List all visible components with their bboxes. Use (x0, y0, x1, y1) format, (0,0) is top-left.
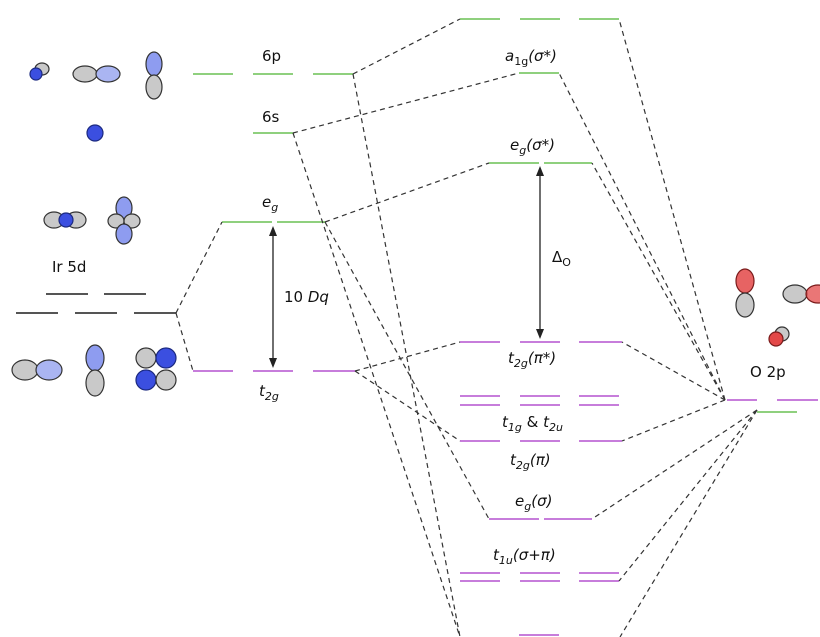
ir-t2g-label: t2g (259, 382, 279, 403)
o-2p-level (727, 399, 818, 413)
o-orbital-icon-1 (735, 268, 755, 318)
mo-t1g-sub: 1g (508, 421, 522, 434)
ir-6p-label: 6p (262, 47, 281, 65)
ir-orbital-icon-2 (72, 65, 121, 83)
mo-t2g-star-base: t (508, 349, 515, 367)
delta-sub: O (562, 256, 571, 269)
ir-5d-level (16, 293, 176, 314)
ir-t2g-orbital-icon-2 (85, 344, 105, 397)
mo-a1g-label: a1g(σ*) (505, 47, 557, 68)
mo-t1u-sub: 1u (499, 554, 513, 567)
correlation-lines (175, 18, 758, 637)
mo-eg-sigma-label: eg(σ) (515, 492, 552, 513)
mo-t1u-base: t (493, 546, 500, 564)
mo-eg-star-sub: g (519, 144, 526, 157)
mo-eg-star-label: eg(σ*) (510, 136, 555, 157)
ir-eg-label: eg (262, 193, 278, 214)
mo-t1u-paren: (σ+π) (513, 546, 556, 564)
mo-a1g-base: a (505, 47, 514, 65)
10dq-label: 10 Dq (284, 288, 329, 306)
ir-5d-label: Ir 5d (52, 258, 86, 276)
o-orbital-icon-2 (782, 284, 820, 304)
mo-t2g-base: t (510, 451, 517, 469)
mo-eg-star-paren: (σ*) (526, 136, 555, 154)
mo-t2u-sub: 2u (549, 421, 563, 434)
mo-t2g-sub: 2g (516, 459, 530, 472)
mo-eg-star-base: e (510, 136, 519, 154)
ir-t2g-orbital-icon-1 (11, 359, 63, 381)
o-orbital-icon-3 (768, 326, 790, 347)
ir-t2g-base: t (259, 382, 266, 400)
mo-egs-paren: (σ) (531, 492, 552, 510)
mo-t2g-pi-label: t2g(π) (510, 451, 551, 472)
mo-t1u-level (460, 572, 619, 582)
ir-t2g-sub: 2g (265, 390, 279, 403)
mo-t1u-label: t1u(σ+π) (493, 546, 556, 567)
ir-eg-sub: g (271, 201, 278, 214)
10dq-arrow (269, 226, 277, 368)
delta-o-label: ΔO (552, 248, 571, 269)
ir-eg-base: e (262, 193, 271, 211)
mo-t1g-base: t (502, 413, 509, 431)
ir-orbital-icon-1 (29, 62, 50, 81)
ir-eg-orbital-icon-2 (107, 196, 141, 245)
mo-a1g-paren: (σ*) (528, 47, 557, 65)
10dq-var: Dq (308, 288, 329, 306)
mo-egs-base: e (515, 492, 524, 510)
mo-egs-sub: g (524, 500, 531, 513)
mo-t2g-star-paren: (π*) (528, 349, 556, 367)
10dq-num: 10 (284, 288, 308, 306)
ir-6s-label: 6s (262, 108, 280, 126)
ir-6s-orbital-icon (86, 124, 104, 142)
mo-t1g-t2u-label: t1g & t2u (502, 413, 563, 434)
delta-symbol: Δ (552, 248, 563, 266)
mo-t2u-base: t (543, 413, 550, 431)
ir-t2g-orbital-icon-3 (135, 347, 177, 391)
ir-orbital-icon-3 (145, 51, 163, 100)
mo-t2g-paren: (π) (530, 451, 551, 469)
ir-eg-orbital-icon-1 (43, 211, 87, 229)
mo-t2g-star-label: t2g(π*) (508, 349, 556, 370)
delta-o-arrow (536, 166, 544, 339)
mo-t2g-star-sub: 2g (514, 357, 528, 370)
mo-amp: & (522, 413, 543, 431)
mo-t1g-t2u-level (460, 395, 619, 406)
mo-a1g-sub: 1g (514, 55, 528, 68)
o-2p-label: O 2p (750, 363, 786, 381)
